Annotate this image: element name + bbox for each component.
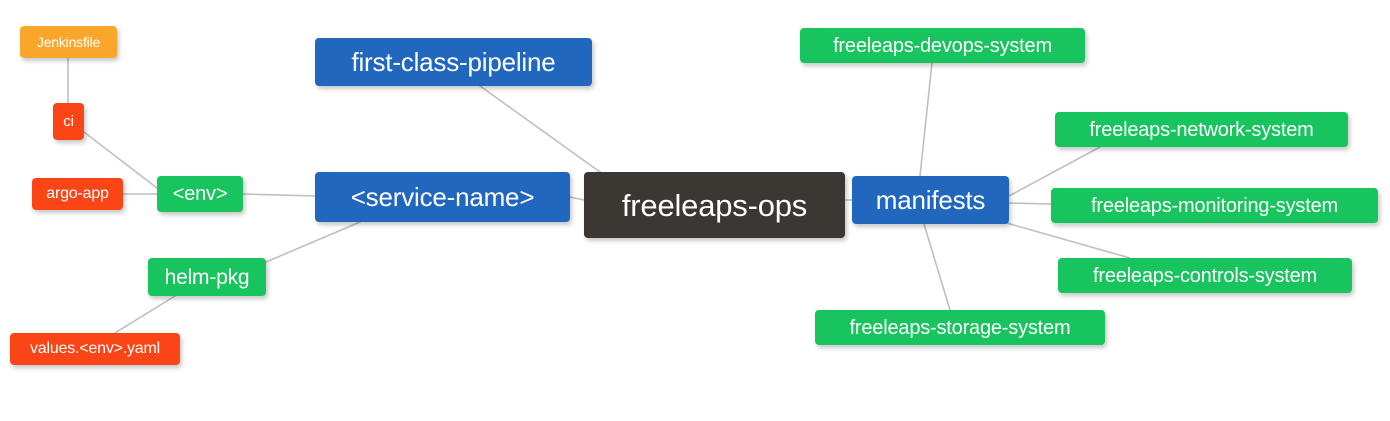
- mindmap-node-label-manifests: manifests: [875, 185, 986, 215]
- mindmap-node-label-freeleaps-network-system: freeleaps-network-system: [1089, 118, 1314, 141]
- mindmap-node-freeleaps-ops[interactable]: freeleaps-ops: [584, 172, 845, 238]
- mindmap-node-jenkinsfile[interactable]: Jenkinsfile: [20, 26, 117, 58]
- mindmap-node-argo-app[interactable]: argo-app: [32, 178, 123, 210]
- mindmap-edge-service-name-to-helm-pkg: [265, 221, 361, 263]
- mindmap-node-label-freeleaps-ops: freeleaps-ops: [621, 187, 808, 223]
- mindmap-edge-freeleaps-ops-to-first-class-pipeline: [479, 85, 601, 173]
- mindmap-node-helm-pkg[interactable]: helm-pkg: [148, 258, 266, 296]
- mindmap-edge-manifests-to-freeleaps-devops-system: [919, 62, 933, 177]
- mindmap-node-freeleaps-devops-system[interactable]: freeleaps-devops-system: [800, 28, 1085, 63]
- mindmap-edge-manifests-to-freeleaps-monitoring-system: [1008, 202, 1052, 205]
- mindmap-node-freeleaps-controls-system[interactable]: freeleaps-controls-system: [1058, 258, 1352, 293]
- mindmap-edge-helm-pkg-to-values-env-yaml: [114, 295, 176, 334]
- mindmap-node-freeleaps-storage-system[interactable]: freeleaps-storage-system: [815, 310, 1105, 345]
- mindmap-node-label-service-name: <service-name>: [350, 182, 535, 212]
- mindmap-node-label-jenkinsfile: Jenkinsfile: [36, 34, 101, 50]
- mindmap-node-freeleaps-monitoring-system[interactable]: freeleaps-monitoring-system: [1051, 188, 1378, 223]
- mindmap-node-label-freeleaps-monitoring-system: freeleaps-monitoring-system: [1091, 194, 1338, 217]
- mindmap-node-label-values-env-yaml: values.<env>.yaml: [29, 340, 160, 357]
- mindmap-edge-freeleaps-ops-to-service-name: [569, 196, 585, 201]
- mindmap-node-label-freeleaps-storage-system: freeleaps-storage-system: [849, 316, 1071, 339]
- mindmap-node-label-env: <env>: [172, 183, 228, 205]
- mindmap-node-env[interactable]: <env>: [157, 176, 243, 212]
- mindmap-node-label-freeleaps-devops-system: freeleaps-devops-system: [833, 34, 1052, 57]
- mindmap-node-first-class-pipeline[interactable]: first-class-pipeline: [315, 38, 592, 86]
- mindmap-node-label-first-class-pipeline: first-class-pipeline: [351, 47, 556, 77]
- mindmap-node-label-freeleaps-controls-system: freeleaps-controls-system: [1093, 264, 1317, 287]
- mindmap-edge-manifests-to-freeleaps-storage-system: [923, 223, 951, 311]
- mindmap-node-label-helm-pkg: helm-pkg: [164, 265, 250, 289]
- mindmap-node-manifests[interactable]: manifests: [852, 176, 1009, 224]
- mindmap-node-freeleaps-network-system[interactable]: freeleaps-network-system: [1055, 112, 1348, 147]
- mindmap-node-values-env-yaml[interactable]: values.<env>.yaml: [10, 333, 180, 365]
- mindmap-node-service-name[interactable]: <service-name>: [315, 172, 570, 222]
- mindmap-node-label-argo-app: argo-app: [46, 185, 109, 202]
- mindmap-node-label-ci: ci: [63, 113, 74, 130]
- mindmap-node-ci[interactable]: ci: [53, 103, 84, 140]
- mindmap-edge-manifests-to-freeleaps-controls-system: [1002, 221, 1131, 259]
- mindmap-edge-service-name-to-env: [242, 193, 316, 197]
